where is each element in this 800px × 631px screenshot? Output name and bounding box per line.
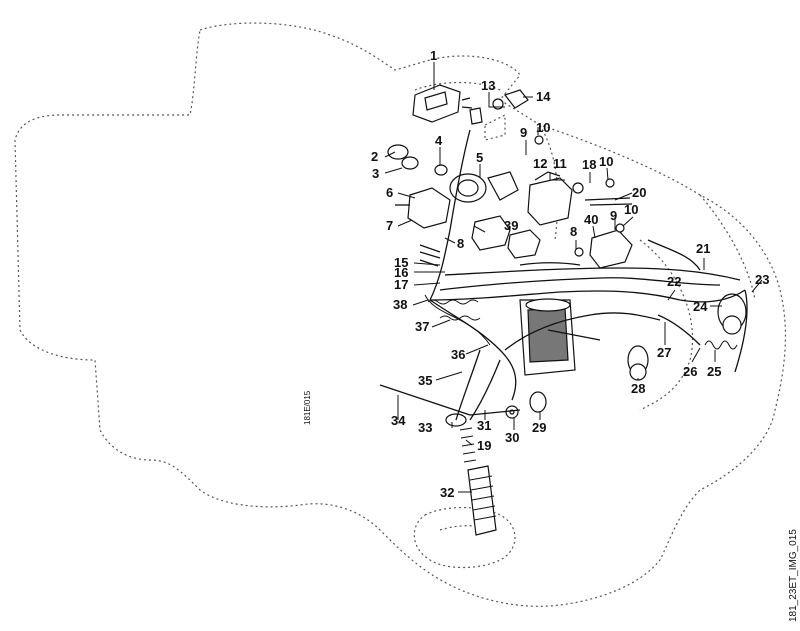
callout-16: 16 <box>394 265 408 280</box>
callout-30: 30 <box>505 430 519 445</box>
part-fuse-box <box>471 215 511 251</box>
callout-1: 1 <box>430 48 437 63</box>
callout-38: 38 <box>393 297 407 312</box>
callout-7: 7 <box>386 218 393 233</box>
callout-2: 2 <box>371 149 378 164</box>
callout-10-top: 10 <box>536 120 550 135</box>
tractor-outline <box>14 22 787 607</box>
part-clamp-rail <box>534 135 633 257</box>
callout-12: 12 <box>533 156 547 171</box>
part-spring-coil <box>704 340 738 350</box>
part-bushing-29 <box>529 391 547 413</box>
part-grommet-30 <box>505 405 519 419</box>
callout-8-right: 8 <box>570 224 577 239</box>
callout-15: 15 <box>394 255 408 270</box>
callout-10-right: 10 <box>624 202 638 217</box>
part-lamp-bezel <box>387 144 448 176</box>
callout-3: 3 <box>372 166 379 181</box>
part-threaded-sensor <box>467 465 497 536</box>
part-sleeve-19 <box>459 427 477 463</box>
callout-13: 13 <box>481 78 495 93</box>
callout-31: 31 <box>477 418 491 433</box>
callout-27: 27 <box>657 345 671 360</box>
callout-9-top: 9 <box>520 125 527 140</box>
callout-20: 20 <box>632 185 646 200</box>
callout-32: 32 <box>440 485 454 500</box>
callout-6: 6 <box>386 185 393 200</box>
part-relay-block <box>527 171 573 226</box>
callout-39: 39 <box>504 218 518 233</box>
part-key <box>492 89 529 110</box>
callout-24: 24 <box>693 299 708 314</box>
callout-40: 40 <box>584 212 598 227</box>
callout-19: 19 <box>477 438 491 453</box>
callout-14: 14 <box>536 89 551 104</box>
callout-5: 5 <box>476 150 483 165</box>
callout-4: 4 <box>435 133 443 148</box>
callout-28: 28 <box>631 381 645 396</box>
callout-26: 26 <box>683 364 697 379</box>
callout-21: 21 <box>696 241 710 256</box>
part-motor-housing <box>519 298 576 376</box>
callout-25: 25 <box>707 364 721 379</box>
part-relay-small <box>507 229 541 259</box>
part-regulator <box>589 229 633 269</box>
callout-35: 35 <box>418 373 432 388</box>
callout-22: 22 <box>667 274 681 289</box>
callout-37: 37 <box>415 319 429 334</box>
callout-18: 18 <box>582 157 596 172</box>
callout-9-right: 9 <box>610 208 617 223</box>
leader-lines <box>384 62 763 493</box>
figure-code-vertical: 181_23ET_IMG_015 <box>788 529 799 622</box>
callout-11: 11 <box>553 156 567 171</box>
callout-23: 23 <box>755 272 769 287</box>
part-round-connector <box>449 171 519 203</box>
part-ignition-switch <box>412 84 483 125</box>
callout-8-left: 8 <box>457 236 464 251</box>
wiring-harness <box>379 129 748 421</box>
part-toggle-switch <box>395 187 451 229</box>
callout-36: 36 <box>451 347 465 362</box>
figure-code-inner: 181E/015 <box>303 390 312 425</box>
callout-10-mid: 10 <box>599 154 613 169</box>
callout-17: 17 <box>394 277 408 292</box>
callout-34: 34 <box>391 413 406 428</box>
callout-33: 33 <box>418 420 432 435</box>
callout-29: 29 <box>532 420 546 435</box>
part-headlamp-right <box>717 293 747 335</box>
callout-labels: 1 2 3 4 5 6 7 8 8 9 9 10 10 10 11 12 13 … <box>371 48 769 500</box>
part-headlamp-left <box>627 345 649 381</box>
